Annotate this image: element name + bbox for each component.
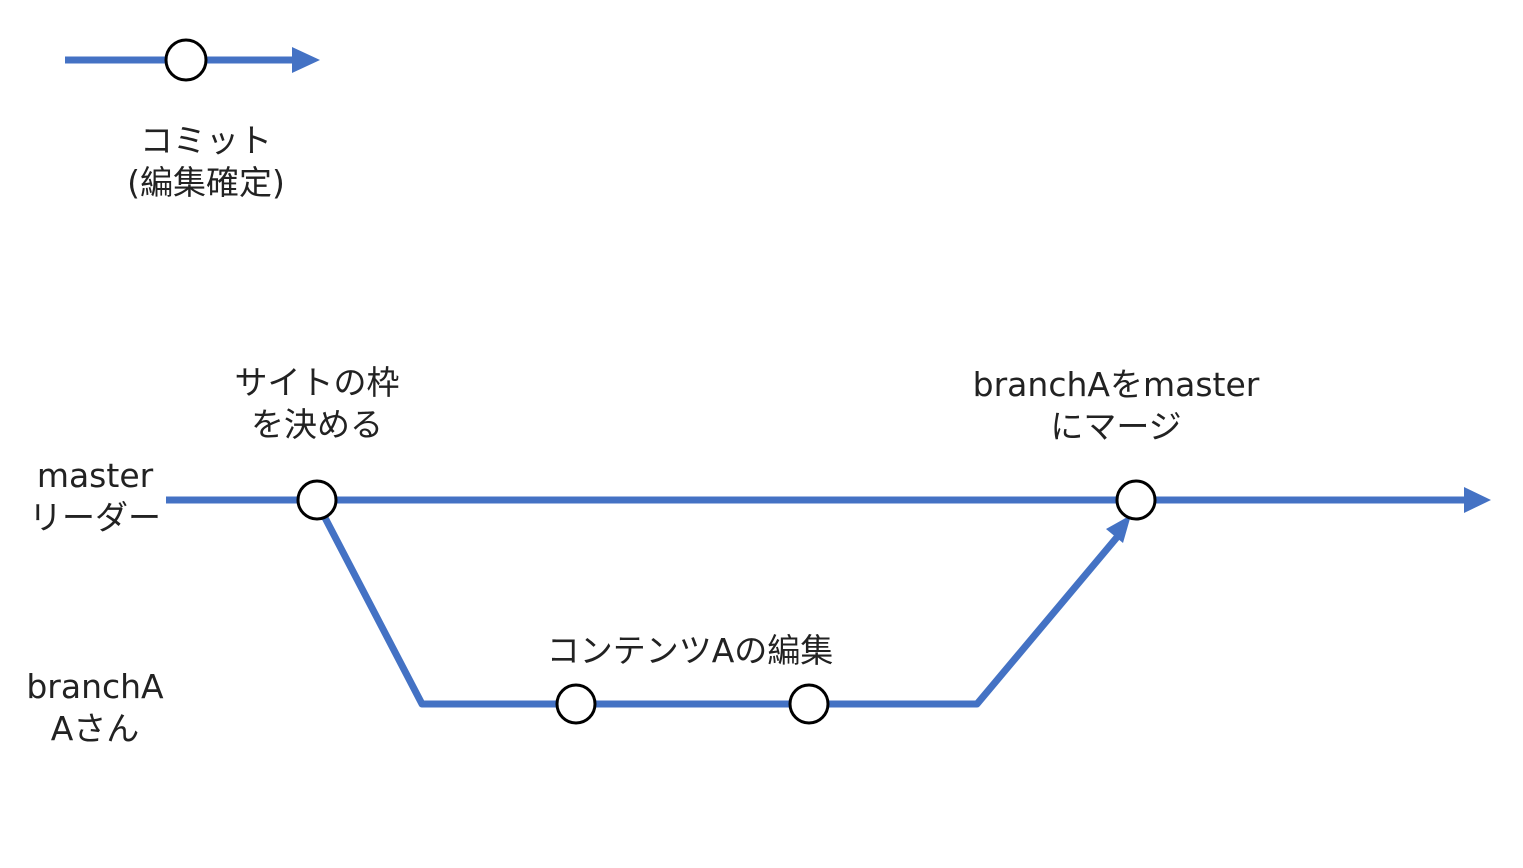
merge-arrowhead (1106, 515, 1131, 543)
branch-lane-line1: branchA (26, 667, 164, 706)
commit-node-merge (1115, 479, 1157, 521)
merge-line2: にマージ (1050, 407, 1182, 446)
commit-node-content-2 (788, 683, 830, 725)
legend-commit-label: コミット (編集確定) (106, 120, 306, 204)
merge-annotation: branchAをmaster にマージ (966, 364, 1266, 448)
site-frame-line1: サイトの枠 (234, 363, 400, 402)
master-lane-label: master リーダー (10, 455, 180, 539)
commit-node-content-1 (555, 683, 597, 725)
merge-line1: branchAをmaster (972, 365, 1260, 404)
master-lane-line2: リーダー (29, 498, 161, 537)
legend-label-line2: (編集確定) (127, 163, 285, 202)
master-arrowhead (1464, 487, 1491, 513)
legend-commit-node (164, 38, 208, 82)
legend-label-line1: コミット (140, 121, 272, 160)
content-edit-annotation: コンテンツAの編集 (530, 630, 850, 672)
branch-line (318, 510, 1121, 708)
content-edit-line1: コンテンツAの編集 (546, 631, 834, 670)
site-frame-annotation: サイトの枠 を決める (197, 362, 437, 446)
master-lane-line1: master (36, 456, 154, 495)
branch-lane-line2: Aさん (50, 709, 140, 748)
site-frame-line2: を決める (251, 405, 383, 444)
legend-arrowhead (292, 47, 320, 73)
commit-node-site-frame (296, 479, 338, 521)
branch-lane-label: branchA Aさん (10, 666, 180, 750)
